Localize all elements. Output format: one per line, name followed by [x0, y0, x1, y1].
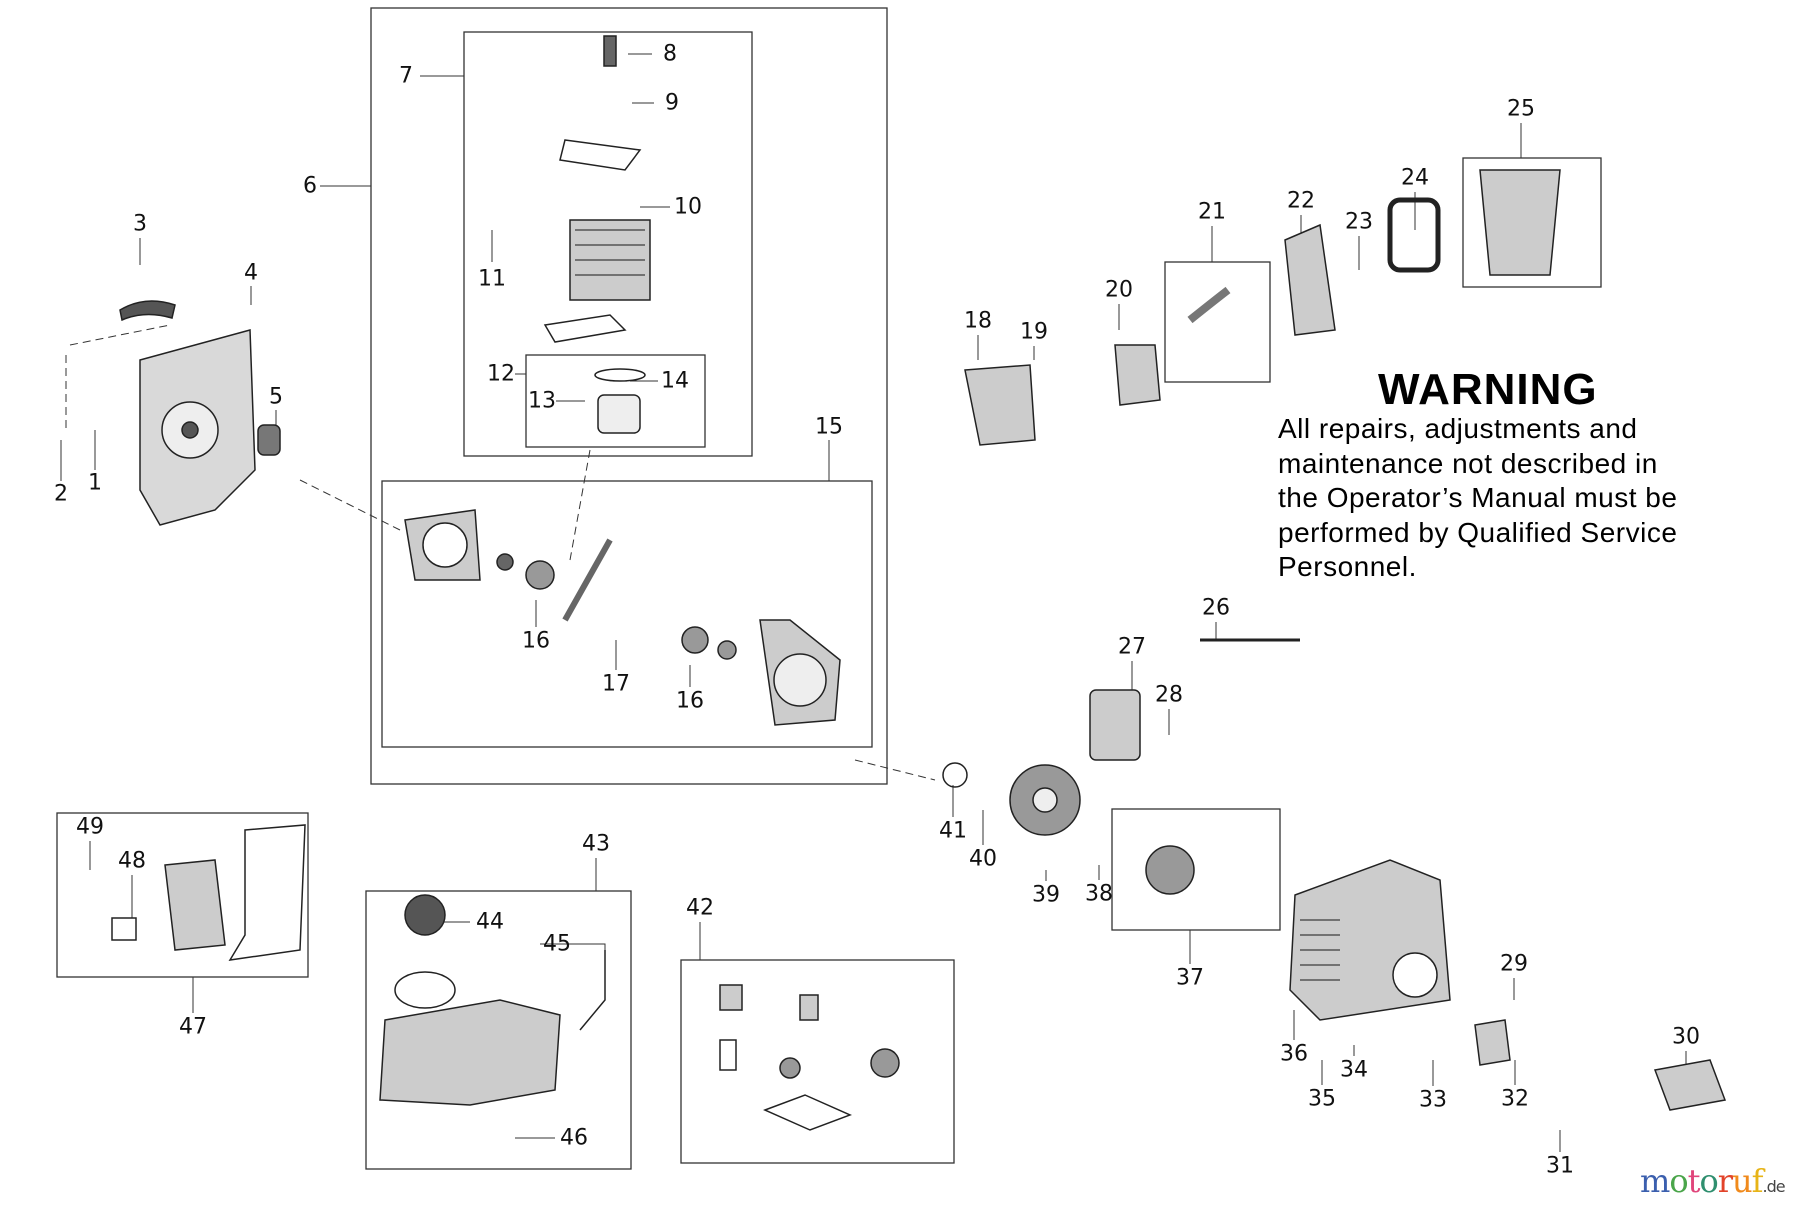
callout-4: 4 — [244, 260, 258, 286]
motoruf-logo: motoruf.de — [1640, 1162, 1786, 1200]
callout-9: 9 — [665, 90, 679, 116]
box-37 — [1111, 808, 1281, 931]
callout-21: 21 — [1198, 199, 1226, 225]
warning-line-5: Personnel. — [1278, 551, 1417, 582]
engine-cover — [1289, 859, 1451, 1021]
box-12 — [525, 354, 706, 448]
callout-37: 37 — [1176, 965, 1204, 991]
callout-17: 17 — [602, 671, 630, 697]
callout-35: 35 — [1308, 1086, 1336, 1112]
box-43 — [365, 890, 632, 1170]
callout-11: 11 — [478, 266, 506, 292]
callout-36: 36 — [1280, 1041, 1308, 1067]
callout-25: 25 — [1507, 96, 1535, 122]
callout-39: 39 — [1032, 882, 1060, 908]
callout-23: 23 — [1345, 209, 1373, 235]
callout-49: 49 — [76, 814, 104, 840]
callout-20: 20 — [1105, 277, 1133, 303]
warning-title: WARNING — [1378, 365, 1598, 414]
callout-10: 10 — [674, 194, 702, 220]
callout-43: 43 — [582, 831, 610, 857]
box-7 — [463, 31, 753, 457]
part-sketches — [111, 35, 1727, 1131]
callout-33: 33 — [1419, 1087, 1447, 1113]
callout-40: 40 — [969, 846, 997, 872]
callout-29: 29 — [1500, 951, 1528, 977]
callout-44: 44 — [476, 909, 504, 935]
callout-30: 30 — [1672, 1024, 1700, 1050]
callout-12: 12 — [487, 361, 515, 387]
callout-45: 45 — [543, 931, 571, 957]
callout-3: 3 — [133, 211, 147, 237]
box-47 — [56, 812, 309, 978]
callout-32: 32 — [1501, 1086, 1529, 1112]
callout-14: 14 — [661, 368, 689, 394]
fuel-tank — [379, 999, 561, 1106]
carb — [1114, 344, 1161, 406]
callout-18: 18 — [964, 308, 992, 334]
callout-6: 6 — [303, 173, 317, 199]
warning-line-4: performed by Qualified Service — [1278, 516, 1678, 548]
warning-line-1: All repairs, adjustments and — [1278, 413, 1638, 444]
callout-24: 24 — [1401, 165, 1429, 191]
muffler — [164, 859, 226, 951]
box-42 — [680, 959, 955, 1164]
callout-1: 1 — [88, 470, 102, 496]
callout-38: 38 — [1085, 881, 1113, 907]
callout-8: 8 — [663, 41, 677, 67]
callout-26: 26 — [1202, 595, 1230, 621]
warning-notice: WARNING All repairs, adjustments and mai… — [1278, 368, 1748, 585]
leader-lines — [60, 53, 1687, 1152]
box-21 — [1164, 261, 1271, 383]
callout-2: 2 — [54, 481, 68, 507]
callout-34: 34 — [1340, 1057, 1368, 1083]
callout-27: 27 — [1118, 634, 1146, 660]
callout-13: 13 — [528, 388, 556, 414]
group-boxes — [56, 7, 1602, 1170]
callout-46: 46 — [560, 1125, 588, 1151]
box-6 — [370, 7, 888, 785]
callout-19: 19 — [1020, 319, 1048, 345]
callout-5: 5 — [269, 384, 283, 410]
callout-7: 7 — [399, 63, 413, 89]
callout-48: 48 — [118, 848, 146, 874]
callout-31: 31 — [1546, 1153, 1574, 1179]
callout-16a: 16 — [522, 628, 550, 654]
callout-42: 42 — [686, 895, 714, 921]
warning-line-3: the Operator’s Manual must be — [1278, 482, 1678, 513]
callout-22: 22 — [1287, 188, 1315, 214]
callout-47: 47 — [179, 1014, 207, 1040]
box-25 — [1462, 157, 1602, 288]
warning-line-2: maintenance not described in — [1278, 447, 1658, 479]
callout-16b: 16 — [676, 688, 704, 714]
callout-15: 15 — [815, 414, 843, 440]
callout-28: 28 — [1155, 682, 1183, 708]
callout-41: 41 — [939, 818, 967, 844]
box-15 — [381, 480, 873, 748]
